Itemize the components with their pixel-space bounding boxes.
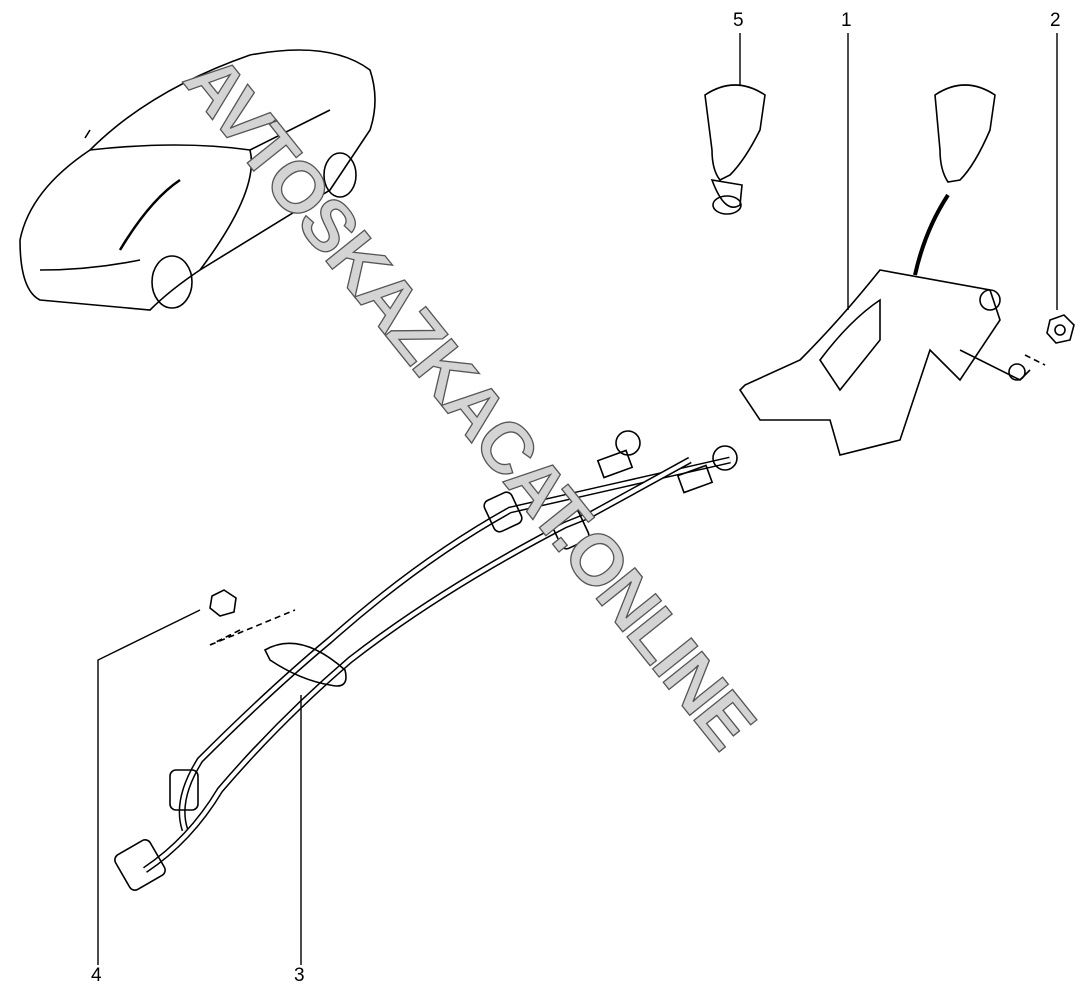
nut-4-part xyxy=(209,589,296,646)
leader-lines xyxy=(97,33,1058,965)
callout-4: 4 xyxy=(91,965,102,986)
callout-2: 2 xyxy=(1050,10,1061,31)
shift-knob-part xyxy=(704,84,766,215)
nut-2-part xyxy=(1024,314,1075,366)
car-illustration xyxy=(19,49,376,311)
shift-mechanism-part xyxy=(738,84,1031,456)
callout-5: 5 xyxy=(733,10,744,31)
cables-part xyxy=(114,430,738,891)
callout-3: 3 xyxy=(294,965,305,986)
callout-1: 1 xyxy=(841,10,852,31)
